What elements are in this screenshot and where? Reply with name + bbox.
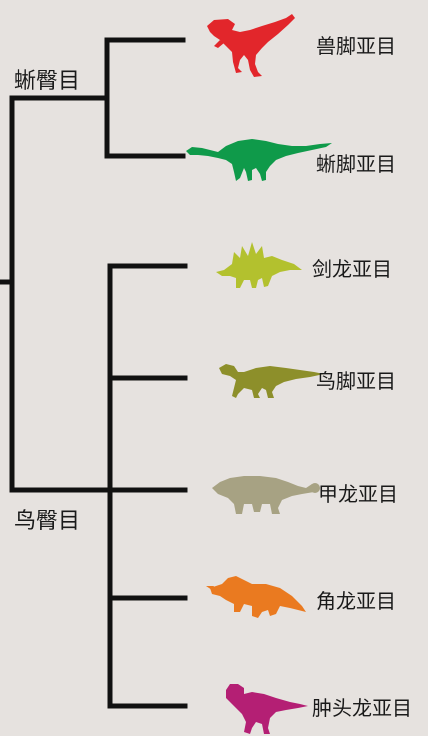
ankylosaur-silhouette-icon (212, 476, 320, 514)
ceratopsian-silhouette-icon (206, 576, 306, 618)
suborder-label-stegosauria: 剑龙亚目 (312, 257, 392, 281)
order-label-ornithischia: 鸟臀目 (14, 509, 81, 534)
pachycephalosaur-silhouette-icon (226, 684, 308, 734)
suborder-label-ornithopoda: 鸟脚亚目 (316, 369, 396, 393)
suborder-label-ceratopsia: 角龙亚目 (316, 589, 396, 613)
sauropod-silhouette-icon (186, 139, 332, 181)
suborder-label-ankylosauria: 甲龙亚目 (318, 482, 398, 506)
theropod-silhouette-icon (207, 14, 295, 77)
suborder-label-pachycephalosauria: 肿头龙亚目 (312, 696, 412, 720)
order-label-saurischia: 蜥臀目 (14, 69, 81, 94)
suborder-label-sauropoda: 蜥脚亚目 (316, 152, 396, 176)
suborder-label-theropoda: 兽脚亚目 (316, 34, 396, 58)
ornithopod-silhouette-icon (219, 364, 324, 398)
stegosaur-silhouette-icon (216, 242, 302, 288)
